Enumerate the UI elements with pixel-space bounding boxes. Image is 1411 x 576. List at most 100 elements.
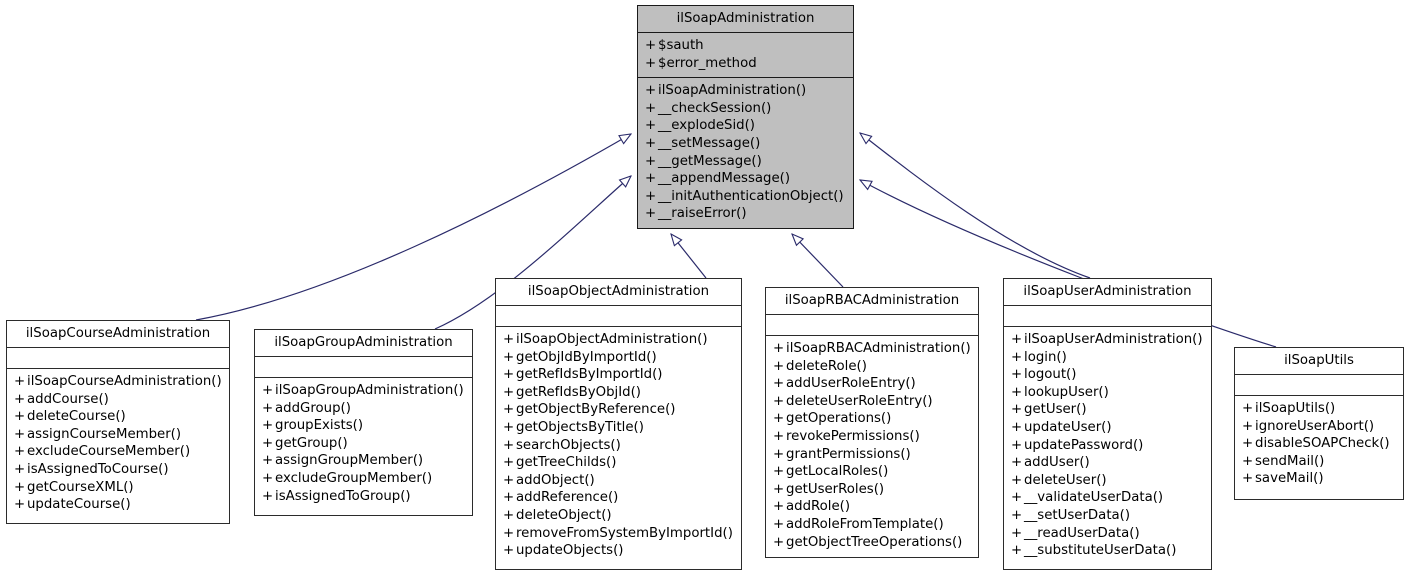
attribute-row: +$sauth — [645, 37, 846, 55]
generalization-edge-ilSoapObjectAdministration-to-ilSoapAdministration — [671, 234, 707, 279]
operation-label: getTreeChilds() — [516, 455, 617, 471]
operation-row: +__setUserData() — [1011, 507, 1204, 525]
operation-row: +isAssignedToGroup() — [262, 488, 465, 506]
operation-row: +__raiseError() — [645, 205, 846, 223]
class-box-ilSoapObjectAdministration[interactable]: ilSoapObjectAdministration+ilSoapObjectA… — [495, 278, 742, 570]
class-compartment-divider — [638, 77, 853, 79]
operation-row: +removeFromSystemByImportId() — [503, 525, 734, 543]
operation-label: getObjectTreeOperations() — [786, 534, 963, 550]
operation-visibility: + — [1242, 401, 1254, 416]
operation-label: __explodeSid() — [658, 118, 755, 134]
operation-label: updateCourse() — [27, 497, 131, 513]
class-operations-compartment: +ilSoapAdministration()+__checkSession()… — [638, 78, 853, 228]
operation-visibility: + — [773, 516, 785, 532]
class-compartment-divider — [7, 368, 229, 369]
operation-row: +addReference() — [503, 489, 734, 507]
operation-visibility: + — [1011, 349, 1023, 365]
operation-label: ilSoapUtils() — [1255, 401, 1336, 416]
operation-label: deleteUserRoleEntry() — [786, 393, 933, 409]
class-box-ilSoapUserAdministration[interactable]: ilSoapUserAdministration+ilSoapUserAdmin… — [1003, 278, 1212, 570]
class-compartment-divider — [255, 356, 472, 357]
class-name: ilSoapUtils — [1284, 353, 1354, 368]
class-box-ilSoapUtils[interactable]: ilSoapUtils+ilSoapUtils()+ignoreUserAbor… — [1234, 347, 1404, 500]
operation-row: +ilSoapObjectAdministration() — [503, 331, 734, 349]
operation-visibility: + — [262, 418, 274, 434]
operation-visibility: + — [503, 384, 515, 400]
operation-visibility: + — [645, 206, 657, 222]
operation-label: groupExists() — [275, 418, 364, 434]
operation-visibility: + — [503, 507, 515, 523]
operation-visibility: + — [1011, 472, 1023, 488]
operation-visibility: + — [773, 499, 785, 515]
attribute-visibility: + — [645, 38, 657, 53]
class-attributes-compartment: +$sauth+$error_method — [638, 33, 853, 77]
operation-row: +addGroup() — [262, 400, 465, 418]
class-compartment-divider — [255, 377, 472, 378]
operation-visibility: + — [14, 426, 26, 442]
operation-row: +getObjectTreeOperations() — [773, 534, 971, 552]
operation-visibility: + — [503, 419, 515, 435]
operation-row: +getUserRoles() — [773, 481, 971, 499]
operation-visibility: + — [773, 481, 785, 497]
operation-visibility: + — [773, 428, 785, 444]
operation-visibility: + — [1242, 471, 1254, 487]
operation-label: getUserRoles() — [786, 481, 885, 497]
class-operations-compartment: +ilSoapObjectAdministration()+getObjIdBy… — [496, 327, 741, 565]
class-attributes-compartment — [7, 348, 229, 368]
operation-label: __initAuthenticationObject() — [658, 188, 844, 204]
operation-visibility: + — [645, 135, 657, 151]
operation-row: +groupExists() — [262, 417, 465, 435]
operation-row: +deleteUser() — [1011, 472, 1204, 490]
operation-label: getRefIdsByImportId() — [516, 367, 663, 383]
operation-row: +sendMail() — [1242, 453, 1396, 471]
class-name: ilSoapCourseAdministration — [25, 326, 211, 341]
operation-visibility: + — [1242, 418, 1254, 434]
class-operations-compartment: +ilSoapGroupAdministration()+addGroup()+… — [255, 378, 472, 510]
class-attributes-compartment — [1004, 306, 1211, 326]
operation-label: getObjectByReference() — [516, 402, 676, 418]
class-operations-compartment: +ilSoapRBACAdministration()+deleteRole()… — [766, 336, 978, 556]
operation-row: +grantPermissions() — [773, 446, 971, 464]
operation-label: addCourse() — [27, 391, 109, 407]
generalization-edge-ilSoapRBACAdministration-to-ilSoapAdministration — [792, 234, 844, 288]
class-box-ilSoapGroupAdministration[interactable]: ilSoapGroupAdministration+ilSoapGroupAdm… — [254, 329, 473, 516]
operation-visibility: + — [503, 367, 515, 383]
operation-visibility: + — [1242, 453, 1254, 469]
class-box-ilSoapAdministration[interactable]: ilSoapAdministration+$sauth+$error_metho… — [637, 5, 854, 229]
operation-visibility: + — [262, 470, 274, 486]
operation-label: ilSoapRBACAdministration() — [786, 341, 971, 356]
operation-visibility: + — [503, 349, 515, 365]
operation-label: updateObjects() — [516, 543, 624, 559]
operation-row: +lookupUser() — [1011, 384, 1204, 402]
operation-row: +assignCourseMember() — [14, 426, 222, 444]
class-box-ilSoapRBACAdministration[interactable]: ilSoapRBACAdministration + ilSoapRBACAdmin… — [765, 287, 979, 558]
operation-row: +logout() — [1011, 366, 1204, 384]
class-box-ilSoapCourseAdministration[interactable]: ilSoapCourseAdministration +ilSoapCourseA… — [6, 320, 230, 524]
operation-row: +__setMessage() — [645, 135, 846, 153]
operation-visibility: + — [1011, 543, 1023, 559]
operation-row: +__getMessage() — [645, 153, 846, 171]
class-name: ilSoapRBACAdministration — [784, 293, 960, 308]
operation-visibility: + — [503, 402, 515, 418]
operation-visibility: + — [503, 490, 515, 506]
operation-visibility: + — [262, 383, 274, 398]
class-compartment-divider — [1235, 395, 1403, 396]
operation-visibility: + — [14, 444, 26, 460]
operation-label: __substituteUserData() — [1024, 543, 1177, 559]
attribute-visibility: + — [645, 55, 657, 71]
operation-visibility: + — [262, 488, 274, 504]
operation-label: getUser() — [1024, 402, 1087, 418]
operation-row: +getGroup() — [262, 435, 465, 453]
operation-row: +updateUser() — [1011, 419, 1204, 437]
operation-visibility: + — [1011, 419, 1023, 435]
operation-row: +getCourseXML() — [14, 479, 222, 497]
operation-label: __setUserData() — [1024, 507, 1131, 523]
class-operations-compartment: +ilSoapCourseAdministration()+addCourse(… — [7, 369, 229, 519]
operation-visibility: + — [1011, 367, 1023, 383]
operation-visibility: + — [645, 188, 657, 204]
operation-row: +__substituteUserData() — [1011, 542, 1204, 560]
operation-visibility: + — [14, 391, 26, 407]
operation-visibility: + — [1011, 332, 1023, 347]
operation-label: ilSoapUserAdministration() — [1024, 332, 1203, 347]
